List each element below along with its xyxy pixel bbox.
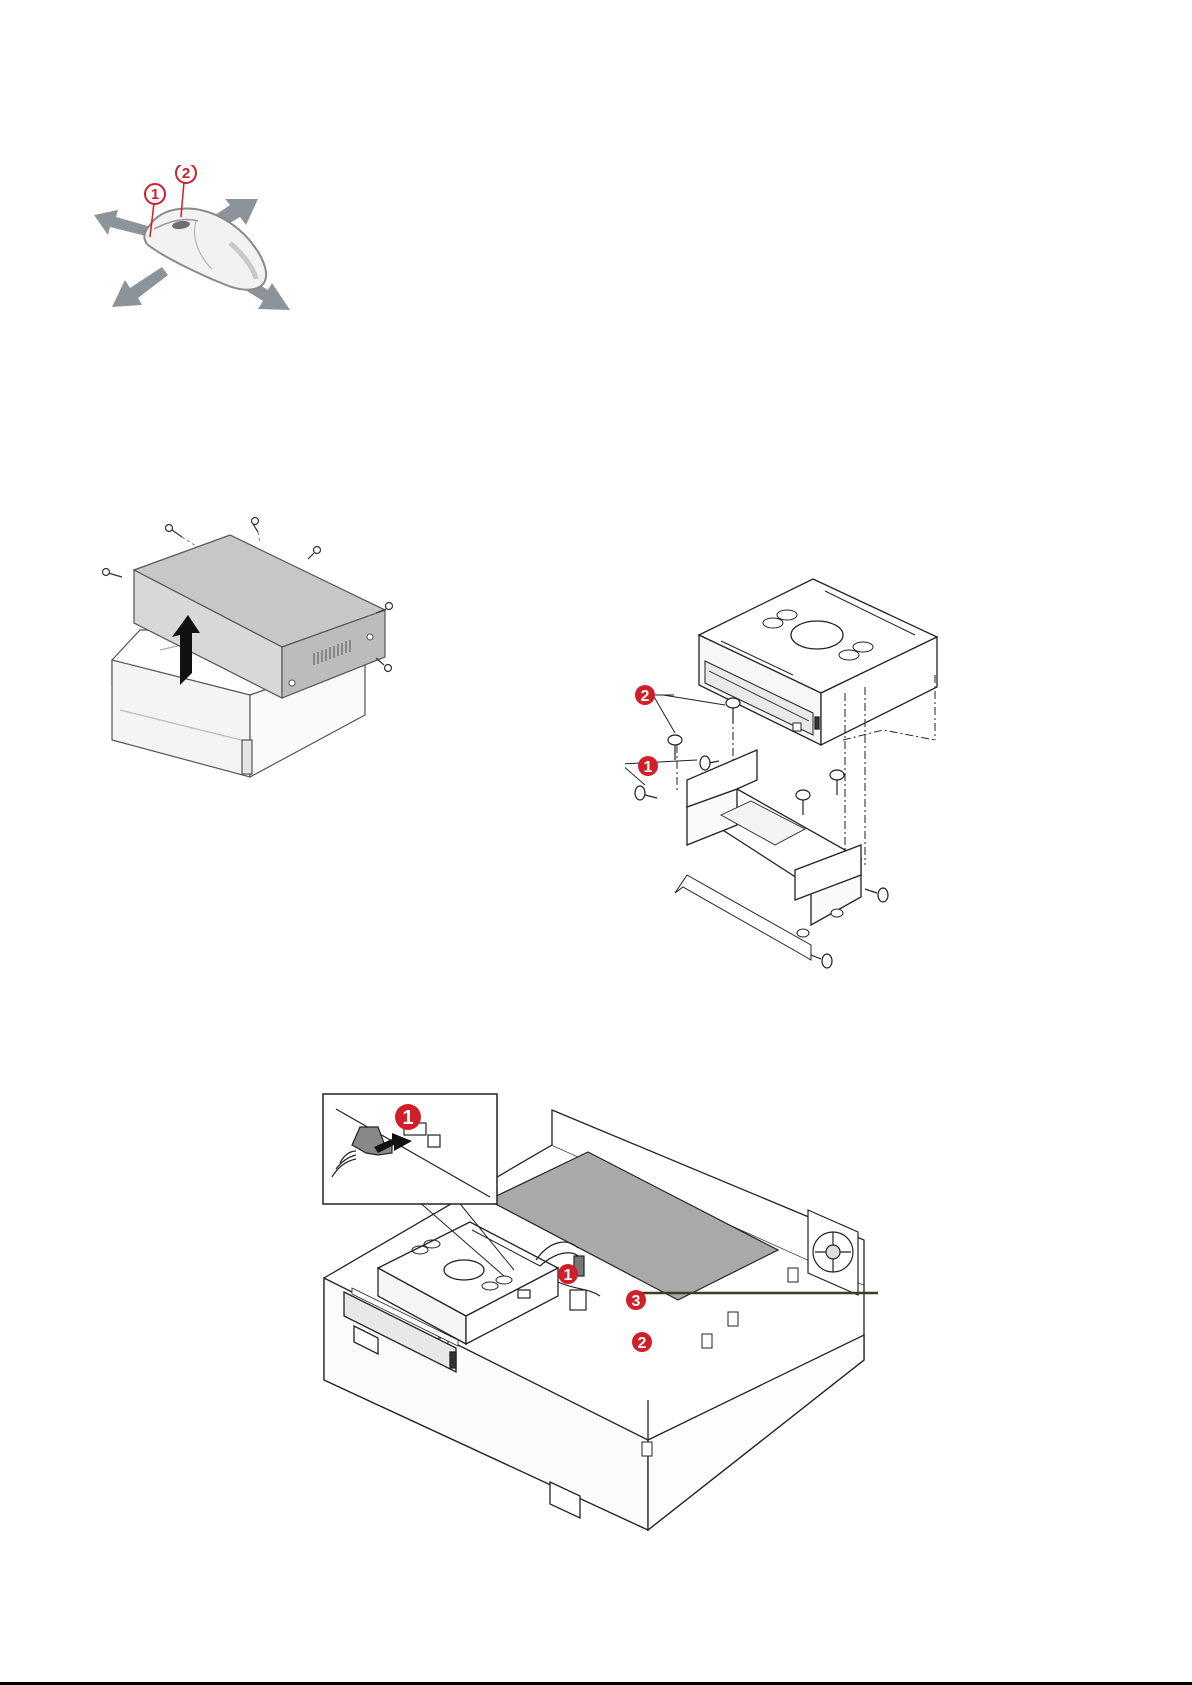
svg-text:2: 2 xyxy=(638,1335,647,1352)
install-callout-3: 3 xyxy=(626,1290,646,1310)
optical-drive-icon xyxy=(699,579,937,745)
inset-callout-1: 1 xyxy=(395,1104,421,1130)
svg-text:1: 1 xyxy=(564,1267,573,1284)
svg-text:3: 3 xyxy=(632,1293,641,1310)
install-callout-2: 2 xyxy=(632,1332,652,1352)
drive-bracket-icon xyxy=(675,750,861,960)
install-callout-1: 1 xyxy=(558,1264,578,1284)
svg-text:1: 1 xyxy=(644,759,653,776)
cover-removal-figure xyxy=(100,515,440,780)
bracket-callout-1-badge: 1 xyxy=(636,754,660,778)
svg-text:1: 1 xyxy=(151,186,159,203)
svg-text:2: 2 xyxy=(641,688,650,705)
drive-bracket-figure: 2 xyxy=(625,575,970,975)
mouse-figure: 1 2 xyxy=(80,165,330,335)
svg-text:2: 2 xyxy=(182,165,190,182)
install-inset: 1 xyxy=(322,1093,498,1205)
svg-text:1: 1 xyxy=(402,1107,413,1129)
bracket-callout-2: 2 xyxy=(635,685,725,733)
